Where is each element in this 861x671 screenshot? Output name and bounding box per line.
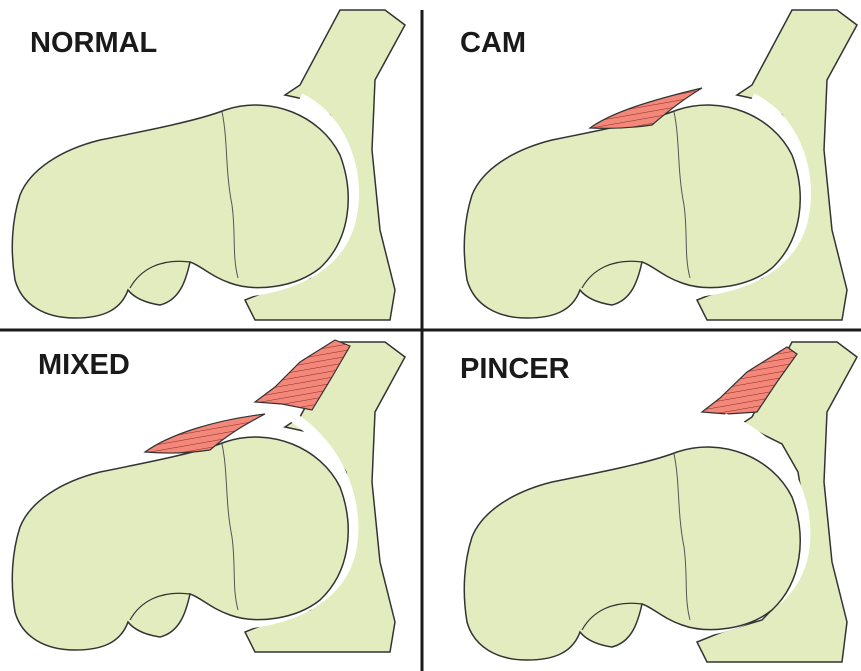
panel-mixed: MIXED xyxy=(12,340,405,652)
panel-cam: CAM xyxy=(460,10,857,320)
panel-label: CAM xyxy=(460,27,526,59)
panel-label: MIXED xyxy=(38,349,130,381)
panel-normal: NORMAL xyxy=(12,10,405,320)
panel-label: PINCER xyxy=(460,353,570,385)
panel-pincer: PINCER xyxy=(460,342,857,662)
panel-label: NORMAL xyxy=(30,27,157,59)
